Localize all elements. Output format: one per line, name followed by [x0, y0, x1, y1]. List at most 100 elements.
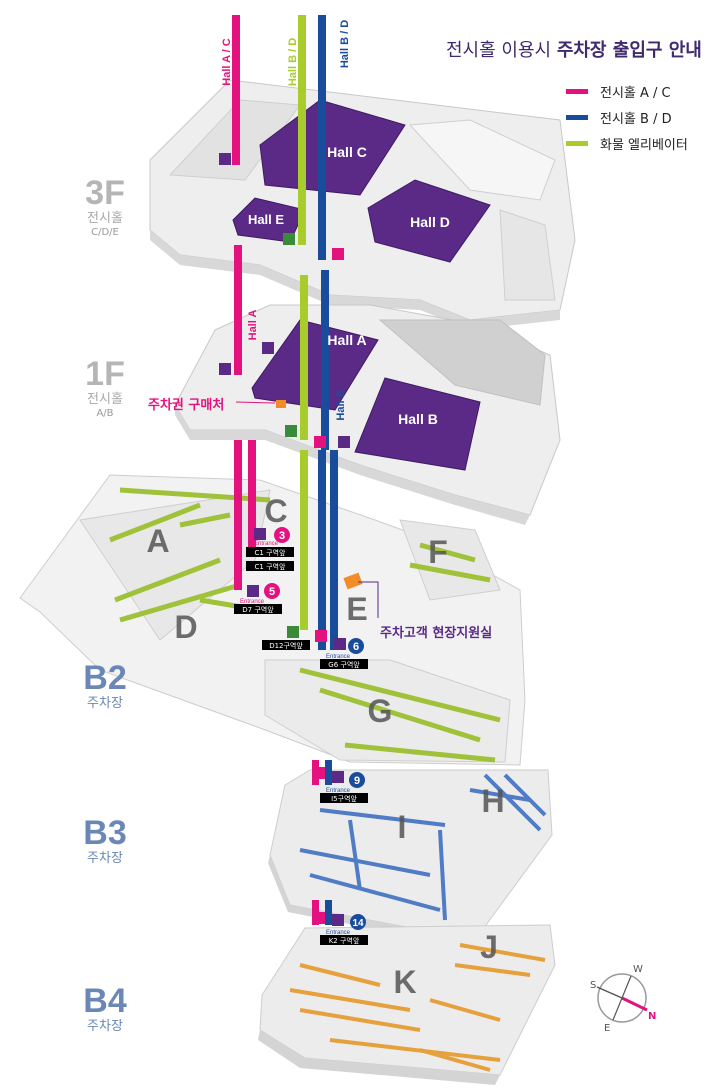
- freight-elevator-icon: [287, 626, 299, 638]
- title-prefix: 전시홀 이용시: [446, 40, 557, 61]
- entrance-3: 3 Entrance C1 구역앞 C1 구역앞: [246, 527, 294, 571]
- freight-elevator-icon: [285, 425, 297, 437]
- floor-label-1f: 1F 전시홀 A/B: [70, 356, 140, 420]
- entrance-3-area: C1 구역앞: [255, 548, 286, 557]
- zone-i: I: [398, 809, 407, 845]
- entrance-6-badge: [348, 638, 364, 654]
- hall-e-label: Hall E: [248, 212, 284, 227]
- zone-d: D: [174, 609, 197, 645]
- b4-parking-stripes: [289, 943, 546, 1072]
- entrance-14-tag: Entrance: [326, 930, 351, 936]
- floor-3f-sub: 전시홀: [87, 211, 123, 226]
- hall-b-label: Hall B: [398, 411, 438, 427]
- hall-c-label: Hall C: [327, 144, 367, 160]
- zone-j: J: [480, 929, 498, 965]
- pillar-label-bd-freight: Hall B / D: [287, 38, 299, 86]
- hall-b-block: [354, 377, 481, 471]
- entrance-14-num: 14: [352, 918, 364, 929]
- floor-label-b4: B4 주차장: [70, 983, 140, 1035]
- entrance-9-num: 9: [354, 775, 360, 787]
- entrance-5-tag: Entrance: [240, 599, 265, 605]
- entrance-5: 5 Entrance D7 구역앞: [234, 583, 282, 614]
- zone-letters: A C D E F G H I J K: [146, 493, 504, 1000]
- floor-label-b2: B2 주차장: [70, 660, 140, 712]
- elevator-icon: [219, 363, 231, 375]
- hall-c-block: [259, 99, 406, 196]
- hall-d-block: [367, 179, 491, 263]
- elevator-icon: [262, 342, 274, 354]
- hall-a-label: Hall A: [327, 332, 366, 348]
- floor-3f-name: 3F: [85, 174, 125, 212]
- elevator-icon: [338, 436, 350, 448]
- escalator-icon: [313, 912, 325, 924]
- floor-3f-sub2: C/D/E: [91, 227, 119, 238]
- zone-k: K: [393, 964, 416, 1000]
- ticket-office: [276, 400, 286, 408]
- title-bold: 주차장 출입구 안내: [556, 40, 702, 61]
- entrance-6-area: G6 구역앞: [328, 660, 360, 669]
- floor-b2-name: B2: [83, 659, 127, 697]
- pillar-label-b: Hall B: [335, 389, 347, 420]
- area-d12: D12구역앞: [269, 641, 303, 650]
- floor-b4-plate: [258, 924, 556, 1085]
- zone-g: G: [368, 693, 393, 729]
- zone-h: H: [481, 783, 504, 819]
- entrance-9: 9 Entrance I5구역앞: [320, 772, 368, 803]
- entrance-9-area: I5구역앞: [331, 794, 357, 803]
- freight-area: D12구역앞: [262, 640, 310, 650]
- compass-e: E: [604, 1023, 610, 1034]
- entrance-14: 14 Entrance K2 구역앞: [320, 914, 368, 945]
- support-office-label: 주차고객 현장지원실: [380, 626, 493, 641]
- entrance-14-badge: [350, 914, 366, 930]
- hall-e-block: [232, 197, 306, 243]
- floor-label-b3: B3 주차장: [70, 815, 140, 867]
- pillar-freight-top: [298, 15, 306, 245]
- support-leader: [358, 581, 379, 618]
- entrance-5-num: 5: [269, 586, 275, 598]
- pillar-hall-bd-b2b: [330, 450, 338, 650]
- escalator-icon: [314, 436, 326, 448]
- pillar-b3-blue: [325, 760, 332, 785]
- area-c1-repeat: C1 구역앞: [255, 562, 286, 571]
- elevator-icon: [332, 914, 344, 926]
- pillar-hall-ac-3f-top: [232, 15, 240, 165]
- ticket-leader: [235, 401, 276, 404]
- floor-b2-sub: 주차장: [87, 696, 123, 711]
- compass-ring: [597, 973, 647, 1023]
- floor-b3-name: B3: [83, 814, 127, 852]
- escalator-icon: [313, 767, 325, 779]
- floor-1f-sub: 전시홀: [87, 392, 123, 407]
- legend-item-freight: 화물 엘리베이터: [566, 130, 688, 156]
- pillar-hall-ac-3f-1f: [234, 245, 242, 375]
- pillar-freight-b2: [300, 450, 308, 630]
- pillar-hall-ac-b2b: [248, 440, 256, 555]
- entrance-5-badge: [264, 583, 280, 599]
- legend-item-hall-ac: 전시홀 A / C: [566, 78, 688, 104]
- legend-label-bd: 전시홀 B / D: [600, 111, 672, 127]
- legend: 전시홀 A / C 전시홀 B / D 화물 엘리베이터: [566, 78, 688, 156]
- compass-n: N: [648, 1011, 656, 1022]
- legend-swatch-bd: [566, 114, 588, 120]
- compass: W S E N: [590, 964, 656, 1034]
- floor-1f-name: 1F: [85, 355, 125, 393]
- zone-a: A: [146, 523, 169, 559]
- zone-c: C: [264, 493, 287, 529]
- hall-a-block: [251, 319, 379, 411]
- legend-item-hall-bd: 전시홀 B / D: [566, 104, 688, 130]
- pillar-label-bd: Hall B / D: [339, 20, 351, 68]
- legend-label-freight: 화물 엘리베이터: [600, 137, 688, 153]
- elevator-icon: [219, 153, 231, 165]
- legend-swatch-ac: [566, 88, 588, 94]
- zone-f: F: [428, 534, 448, 570]
- b3-parking-stripes: [299, 773, 547, 921]
- pillar-b4-blue: [325, 900, 332, 925]
- pillar-hall-bd-mid: [321, 270, 329, 450]
- ticket-office-label: 주차권 구매처: [148, 398, 225, 413]
- entrance-5-area: D7 구역앞: [242, 605, 274, 614]
- elevator-icon: [247, 585, 259, 597]
- legend-label-ac: 전시홀 A / C: [600, 85, 671, 101]
- entrance-14-area: K2 구역앞: [329, 936, 360, 945]
- elevator-icons: [219, 153, 350, 926]
- elevator-icon: [254, 528, 266, 540]
